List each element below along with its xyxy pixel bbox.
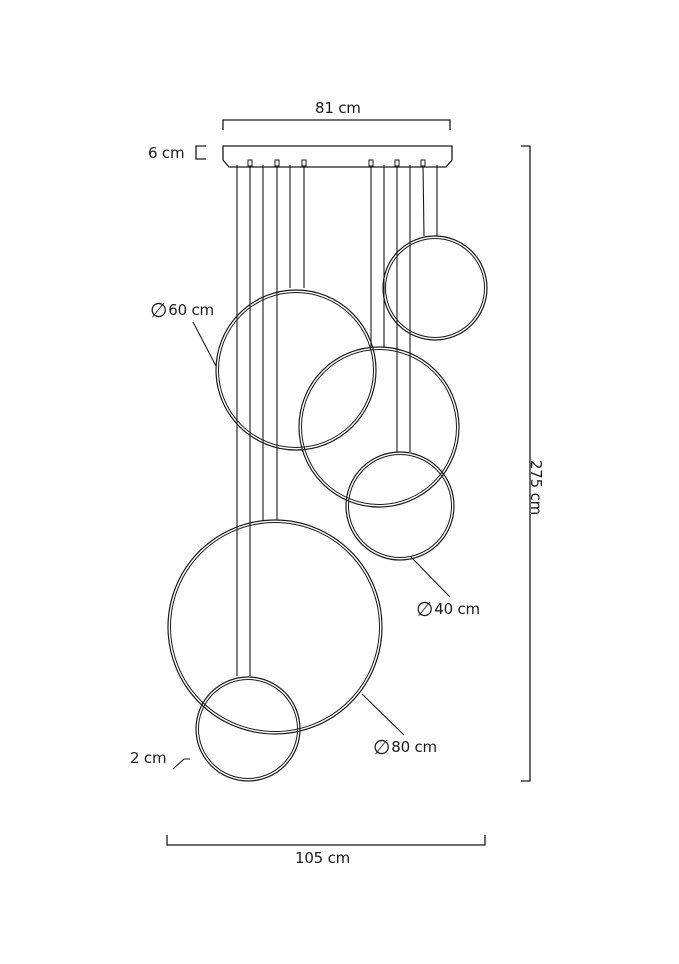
ring-thickness-label: 2 cm — [130, 749, 167, 767]
rings — [167, 235, 488, 782]
ring-middle — [298, 346, 460, 508]
total-width-bracket — [166, 835, 486, 846]
total-height-bracket — [521, 145, 531, 782]
ring-bottom-small — [195, 676, 301, 782]
diameter-symbol-icon: ∅ — [150, 298, 168, 322]
leader-lines — [172, 321, 451, 770]
total-height-label: 275 cm — [527, 459, 546, 516]
diameter-symbol-icon: ∅ — [373, 735, 391, 759]
ring-60cm — [215, 289, 377, 451]
suspension-cables — [236, 164, 438, 676]
total-width-label: 105 cm — [295, 849, 351, 867]
canopy-width-label: 81 cm — [315, 99, 361, 117]
ring-80cm — [167, 519, 383, 735]
ring-80-diameter-label: ∅80 cm — [373, 735, 437, 759]
canopy-height-bracket — [195, 145, 206, 160]
ring-top-right-small — [382, 235, 488, 341]
canopy-height-label: 6 cm — [148, 144, 185, 162]
ring-40cm — [345, 451, 455, 561]
diameter-symbol-icon: ∅ — [416, 597, 434, 621]
ring-40-diameter-label: ∅40 cm — [416, 597, 480, 621]
canopy — [222, 145, 453, 168]
canopy-fittings — [247, 159, 426, 167]
canopy-width-bracket — [222, 119, 451, 130]
ring-60-diameter-label: ∅60 cm — [150, 298, 214, 322]
